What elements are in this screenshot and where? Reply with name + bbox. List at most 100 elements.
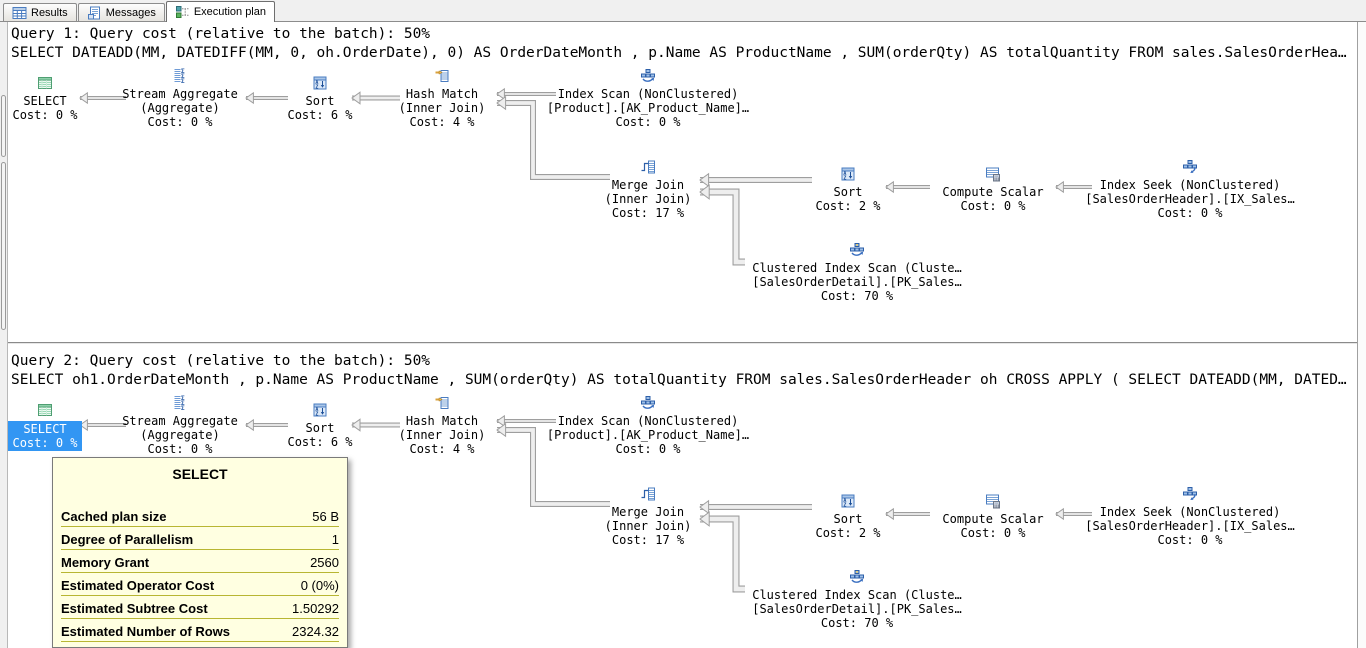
query1-sql-text: SELECT DATEADD(MM, DATEDIFF(MM, 0, oh.Or… [11,45,1347,61]
plan-node-label: Merge Join(Inner Join)Cost: 17 % [604,178,692,220]
plan-node-label: Index Seek (NonClustered)[SalesOrderHead… [1085,505,1295,547]
plan-node-label: Hash Match(Inner Join)Cost: 4 % [398,87,486,129]
tooltip-row: Estimated Operator Cost 0 (0%) [61,573,339,596]
svg-text:A: A [315,407,318,413]
plan-node-label: Merge Join(Inner Join)Cost: 17 % [604,505,692,547]
svg-text:Z: Z [315,85,318,91]
index-scan-icon [640,68,656,84]
tooltip-row: Degree of Parallelism 1 [61,527,339,550]
plan-node-merge-join[interactable]: Merge Join(Inner Join)Cost: 17 % [538,159,758,220]
plan-node-hash-match[interactable]: Hash Match(Inner Join)Cost: 4 % [332,395,552,456]
tooltip-row-value: 1.50292 [292,601,339,616]
tooltip-row: Memory Grant 2560 [61,550,339,573]
tooltip-row-label: Estimated Number of Rows [61,624,231,639]
tooltip-row-value: 2560 [310,555,339,570]
tab-execution-plan[interactable]: Execution plan [165,1,275,22]
results-grid-icon [12,6,27,19]
svg-text:Z: Z [843,503,846,509]
query2-cost-header: Query 2: Query cost (relative to the bat… [11,353,431,369]
compute-scalar-icon [985,166,1001,182]
tooltip-row-value: 1 [331,532,339,547]
plan-node-hash-match[interactable]: Hash Match(Inner Join)Cost: 4 % [332,68,552,129]
svg-text:Σ: Σ [181,405,185,411]
tab-execution-plan-label: Execution plan [193,6,266,18]
select-result-icon [37,402,53,418]
tooltip-row-value: 2324.32 [292,624,339,639]
select-result-icon [37,75,53,91]
tooltip-row: Estimated Number of Rows 2324.32 [61,619,339,642]
index-seek-icon [1182,486,1198,502]
query2-sql-text: SELECT oh1.OrderDateMonth , p.Name AS Pr… [11,372,1347,388]
execution-plan-panel-query1[interactable]: Query 1: Query cost (relative to the bat… [8,23,1358,341]
hash-match-icon [434,395,450,411]
plan-node-index-scan[interactable]: Index Scan (NonClustered)[Product].[AK_P… [538,68,758,129]
plan-node-index-seek[interactable]: Index Seek (NonClustered)[SalesOrderHead… [1080,486,1300,547]
messages-document-icon [87,6,100,19]
hash-match-icon [434,68,450,84]
plan-node-label: Index Scan (NonClustered)[Product].[AK_P… [546,414,750,456]
svg-text:Z: Z [315,412,318,418]
clustered-index-scan-icon [849,569,865,585]
execution-plan-tree-icon [175,6,189,18]
tooltip-title: SELECT [172,466,228,482]
clustered-index-scan-icon [849,242,865,258]
collapsed-panel-edge [0,0,8,648]
svg-text:Σ: Σ [181,68,185,75]
compute-scalar-icon [985,493,1001,509]
plan-node-label: Stream Aggregate(Aggregate)Cost: 0 % [122,87,238,129]
svg-text:A: A [843,498,846,504]
tooltip-row-label: Memory Grant [61,555,150,570]
plan-node-label: Hash Match(Inner Join)Cost: 4 % [398,414,486,456]
merge-join-icon [640,159,656,175]
query1-cost-header: Query 1: Query cost (relative to the bat… [11,26,431,42]
svg-text:A: A [843,171,846,177]
tab-messages[interactable]: Messages [77,3,165,21]
index-scan-icon [640,395,656,411]
plan-node-label: Stream Aggregate(Aggregate)Cost: 0 % [122,414,238,456]
plan-node-clustered-index-scan[interactable]: Clustered Index Scan (Cluste…[SalesOrder… [747,569,967,630]
tooltip-row: Cached plan size 56 B [61,504,339,527]
tab-results[interactable]: Results [3,3,77,21]
svg-text:A: A [315,80,318,86]
plan-node-index-seek[interactable]: Index Seek (NonClustered)[SalesOrderHead… [1080,159,1300,220]
tooltip-row-label: Estimated Subtree Cost [61,601,208,616]
plan-node-label: Index Seek (NonClustered)[SalesOrderHead… [1085,178,1295,220]
vertical-scrollbar[interactable] [1357,22,1366,648]
tooltip-row-value: 56 B [312,509,339,524]
svg-text:Z: Z [843,176,846,182]
plan-node-label: Index Scan (NonClustered)[Product].[AK_P… [546,87,750,129]
plan-node-label: Clustered Index Scan (Cluste…[SalesOrder… [752,588,962,630]
plan-node-clustered-index-scan[interactable]: Clustered Index Scan (Cluste…[SalesOrder… [747,242,967,303]
plan-node-index-scan[interactable]: Index Scan (NonClustered)[Product].[AK_P… [538,395,758,456]
results-tab-bar: Results Messages Execution plan [0,0,1366,22]
plan-section-separator [8,342,1358,344]
tooltip-row-label: Cached plan size [61,509,167,524]
plan-node-merge-join[interactable]: Merge Join(Inner Join)Cost: 17 % [538,486,758,547]
operator-tooltip: SELECT Cached plan size 56 B Degree of P… [52,457,348,648]
tooltip-row-value: 0 (0%) [300,578,339,593]
tooltip-row: Estimated Subtree Cost 1.50292 [61,596,339,619]
